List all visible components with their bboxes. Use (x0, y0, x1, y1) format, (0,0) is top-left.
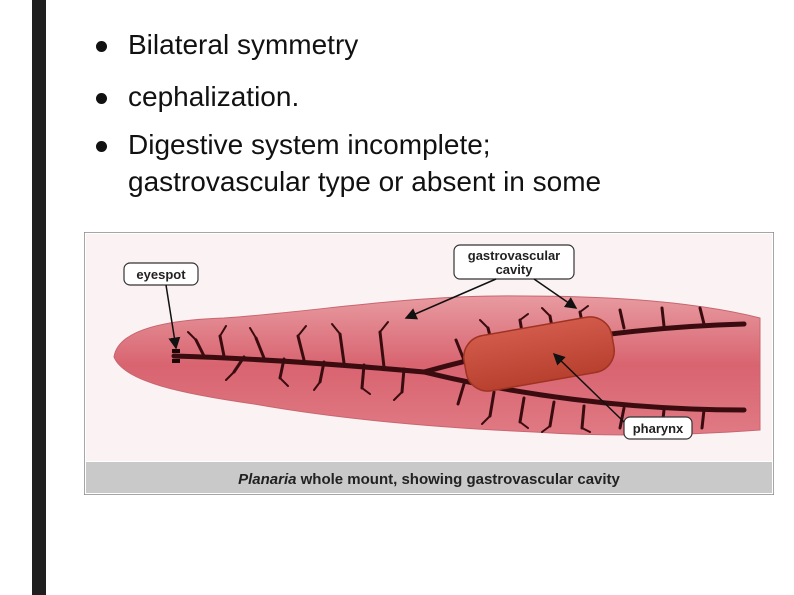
bullet-text: Bilateral symmetry (128, 29, 359, 60)
bullet-dot-icon (96, 141, 107, 152)
bullet-dot-icon (96, 41, 107, 52)
left-accent-bar (32, 0, 46, 595)
gastrovascular-label-box (453, 244, 575, 280)
bullet-text-line1: Digestive system incomplete; (128, 129, 491, 160)
gastrovascular-label-line1: gastrovascular (468, 248, 561, 263)
eyespot-label: eyespot (136, 267, 186, 282)
planaria-illustration: eyespot gastrovascular cavity pharynx Pl… (84, 232, 774, 495)
eyespot-arrow (165, 284, 181, 350)
figure-caption: Planaria whole mount, showing gastrovasc… (238, 471, 620, 488)
pharynx-label-box (623, 416, 693, 440)
gastrovascular-label-line2: cavity (496, 262, 534, 277)
eyespot-mark (172, 349, 180, 353)
bullet-text: cephalization. (128, 81, 300, 112)
planaria-figure: eyespot gastrovascular cavity pharynx Pl… (84, 232, 774, 495)
bullet-text-line2: gastrovascular type or absent in some (128, 166, 602, 197)
pharynx-label: pharynx (633, 421, 684, 436)
pharynx-arrow (552, 352, 625, 423)
caption-italic: Planaria (238, 471, 296, 488)
eyespot-label-box (123, 262, 199, 286)
caption-rest: whole mount, showing gastrovascular cavi… (300, 471, 621, 488)
gastrovascular-arrow-right (533, 278, 578, 309)
pharynx-shape (463, 316, 615, 392)
caption-band (86, 462, 772, 493)
eyespot-mark (172, 359, 180, 363)
gastrovascular-arrow-left (404, 278, 497, 320)
bullet-dot-icon (96, 93, 107, 104)
